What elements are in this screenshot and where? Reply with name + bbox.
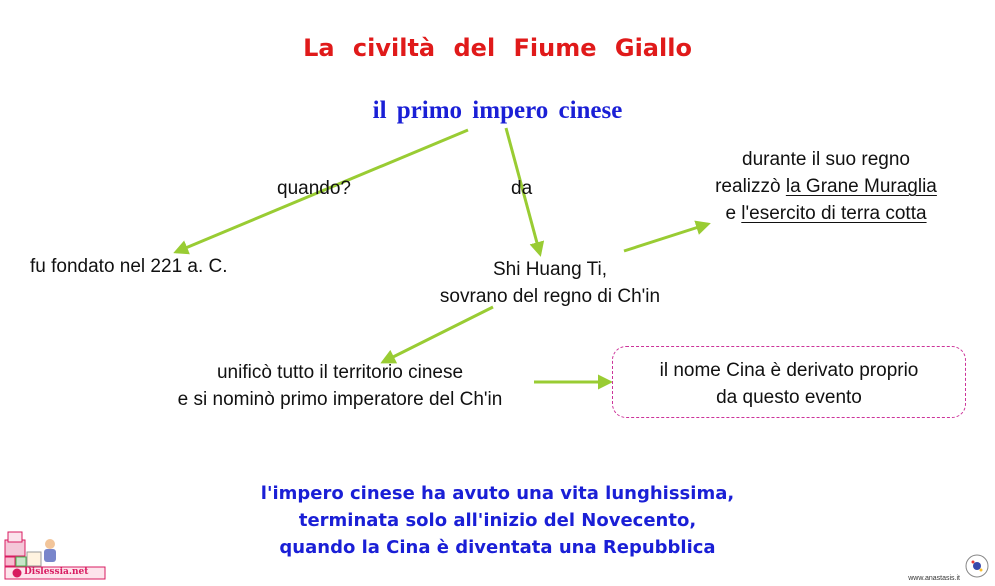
- unified-line-1: unificò tutto il territorio cinese: [216, 362, 464, 383]
- reign-line-3-prefix: e: [725, 203, 742, 224]
- arrow-to-reign: [623, 220, 711, 253]
- unified-line-2: e si nominò primo imperatore del Ch'in: [177, 389, 503, 410]
- name-origin-line-2: da questo evento: [716, 387, 862, 408]
- conclusion-line-3: quando la Cina è diventata una Repubblic…: [279, 537, 716, 558]
- terracotta-army-link: l'esercito di terra cotta: [741, 203, 927, 224]
- label-quando: quando?: [277, 178, 351, 199]
- footer-site: www.anastasis.it: [908, 575, 960, 582]
- arrow-to-ruler: [504, 127, 545, 257]
- logo-text: Dislessia.net: [24, 567, 89, 577]
- reign-text: durante il suo regno realizzò la Grane M…: [668, 146, 984, 227]
- label-da: da: [511, 178, 533, 199]
- founded-text: fu fondato nel 221 a. C.: [30, 256, 228, 277]
- page-title: La civiltà del Fiume Giallo: [303, 34, 692, 62]
- reign-line-3: e l'esercito di terra cotta: [668, 200, 984, 227]
- ruler-line-1: Shi Huang Ti,: [492, 259, 608, 280]
- reign-line-2-prefix: realizzò: [715, 176, 786, 197]
- conclusion-line-1: l'impero cinese ha avuto una vita lunghi…: [260, 483, 735, 504]
- ruler-text: Shi Huang Ti, sovrano del regno di Ch'in: [400, 256, 700, 310]
- arrow-to-unified: [380, 305, 494, 364]
- dislessia-logo: [4, 531, 106, 580]
- conclusion-text: l'impero cinese ha avuto una vita lunghi…: [0, 480, 995, 561]
- conclusion-line-2: terminata solo all'inizio del Novecento,: [298, 510, 697, 531]
- unified-text: unificò tutto il territorio cinese e si …: [140, 359, 540, 413]
- name-origin-box: [612, 346, 966, 418]
- ruler-line-2: sovrano del regno di Ch'in: [439, 286, 661, 307]
- great-wall-link: la Grane Muraglia: [785, 176, 937, 197]
- page-subtitle: il primo impero cinese: [372, 97, 623, 124]
- reign-line-2: realizzò la Grane Muraglia: [668, 173, 984, 200]
- name-origin-line-1: il nome Cina è derivato proprio: [659, 360, 919, 381]
- arrow-to-founded: [173, 128, 469, 255]
- name-origin-text: il nome Cina è derivato proprio da quest…: [612, 357, 966, 411]
- reign-line-1: durante il suo regno: [742, 149, 910, 170]
- anastasis-seal-icon: [965, 554, 989, 578]
